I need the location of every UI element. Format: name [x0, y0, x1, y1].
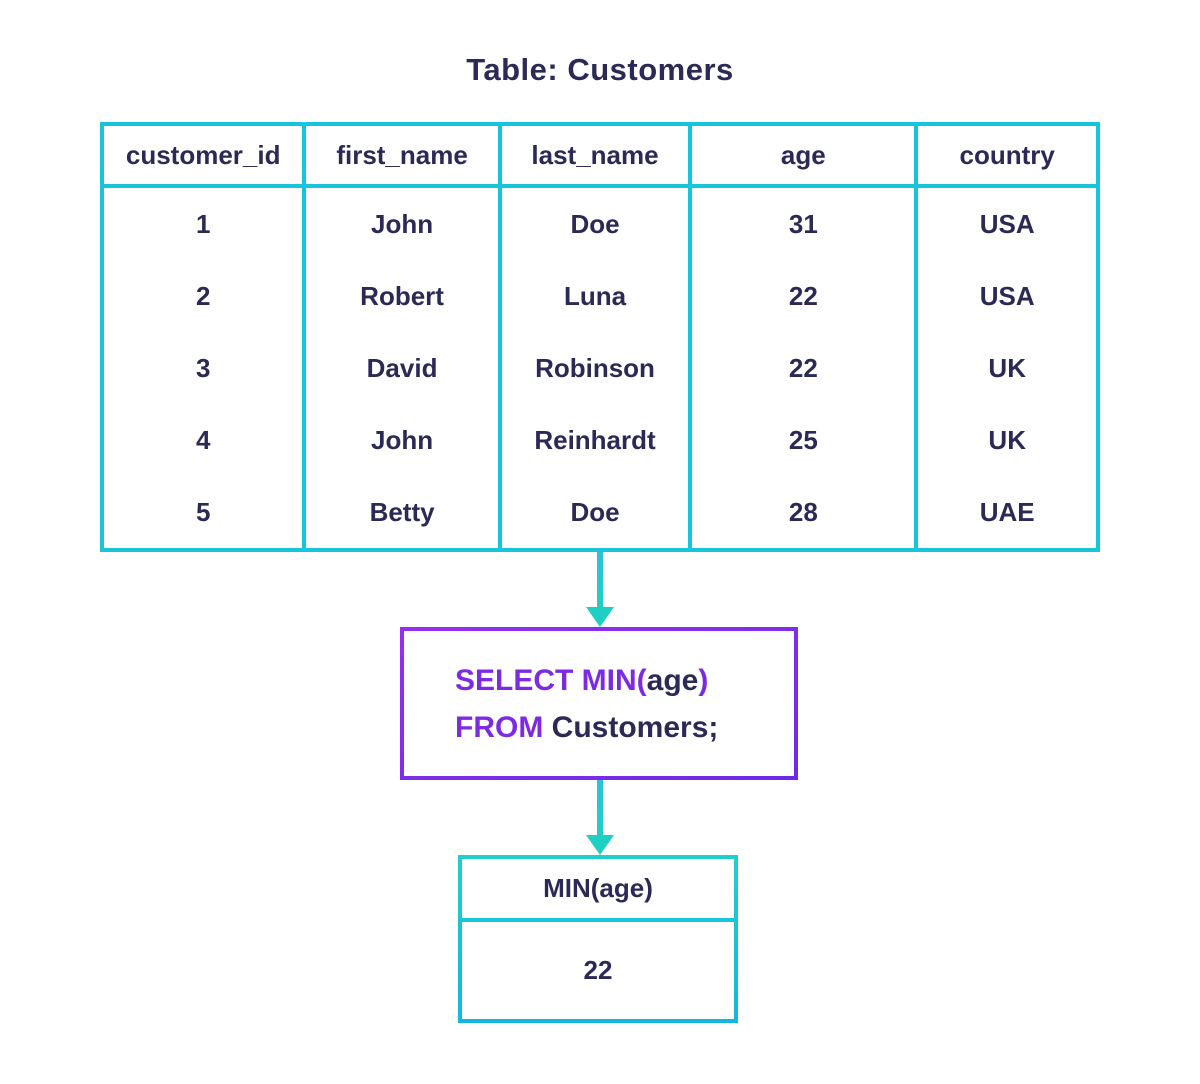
table-cell: Doe	[570, 208, 620, 239]
table-cell: UK	[988, 352, 1026, 383]
column-header: age	[692, 126, 915, 188]
table-cell: 28	[788, 496, 818, 527]
table-cell: USA	[979, 208, 1035, 239]
table-cell: 22	[788, 352, 818, 383]
sql-keyword-select-min: SELECT MIN(	[455, 663, 647, 697]
sql-paren-close: )	[698, 663, 709, 697]
table-cell: John	[371, 424, 434, 455]
arrow-down-head	[586, 607, 614, 627]
table-cell: Robinson	[535, 352, 655, 383]
table-cell: 4	[195, 424, 211, 455]
table-cell: 2	[195, 280, 211, 311]
table-cell: 3	[195, 352, 211, 383]
result-value: 22	[583, 955, 613, 985]
table-cell: UAE	[979, 496, 1035, 527]
table-cell: UK	[988, 424, 1026, 455]
column-header: customer_id	[104, 126, 303, 188]
table-column-last-name: last_name Doe Luna Robinson Reinhardt Do…	[501, 126, 693, 548]
table-cell: Doe	[570, 496, 620, 527]
arrow-down-head	[586, 835, 614, 855]
table-cell: 22	[788, 280, 818, 311]
table-column-customer-id: customer_id 1 2 3 4 5	[104, 126, 307, 548]
column-header: country	[918, 126, 1096, 188]
table-cell: Robert	[360, 280, 444, 311]
column-header: last_name	[501, 126, 689, 188]
table-cell: Betty	[369, 496, 435, 527]
diagram-title: Table: Customers	[466, 52, 734, 87]
table-cell: 5	[195, 496, 211, 527]
table-column-first-name: first_name John Robert David John Betty	[306, 126, 502, 548]
column-header: first_name	[306, 126, 498, 188]
sql-argument-age: age	[646, 663, 699, 697]
sql-object-customers: Customers;	[543, 710, 719, 744]
arrow-shaft	[597, 780, 603, 835]
table-cell: 31	[788, 208, 818, 239]
table-cell: John	[371, 208, 434, 239]
arrow-table-to-query	[586, 552, 614, 627]
result-table: MIN(age) 22	[458, 855, 738, 1023]
table-column-country: country USA USA UK UK UAE	[918, 126, 1096, 548]
arrow-query-to-result	[586, 780, 614, 855]
result-header: MIN(age)	[462, 859, 734, 922]
table-column-age: age 31 22 22 25 28	[692, 126, 919, 548]
customers-table: customer_id 1 2 3 4 5 first_name John Ro…	[100, 122, 1100, 552]
sql-query-line-2: FROM Customers;	[455, 704, 794, 751]
table-cell: David	[366, 352, 438, 383]
table-cell: 1	[195, 208, 211, 239]
arrow-shaft	[597, 552, 603, 607]
table-cell: USA	[979, 280, 1035, 311]
table-cell: Luna	[563, 280, 627, 311]
sql-query-box: SELECT MIN(age) FROM Customers;	[400, 627, 798, 780]
sql-query-line-1: SELECT MIN(age)	[455, 657, 794, 704]
table-cell: Reinhardt	[534, 424, 656, 455]
table-cell: 25	[788, 424, 818, 455]
sql-keyword-from: FROM	[455, 710, 544, 744]
